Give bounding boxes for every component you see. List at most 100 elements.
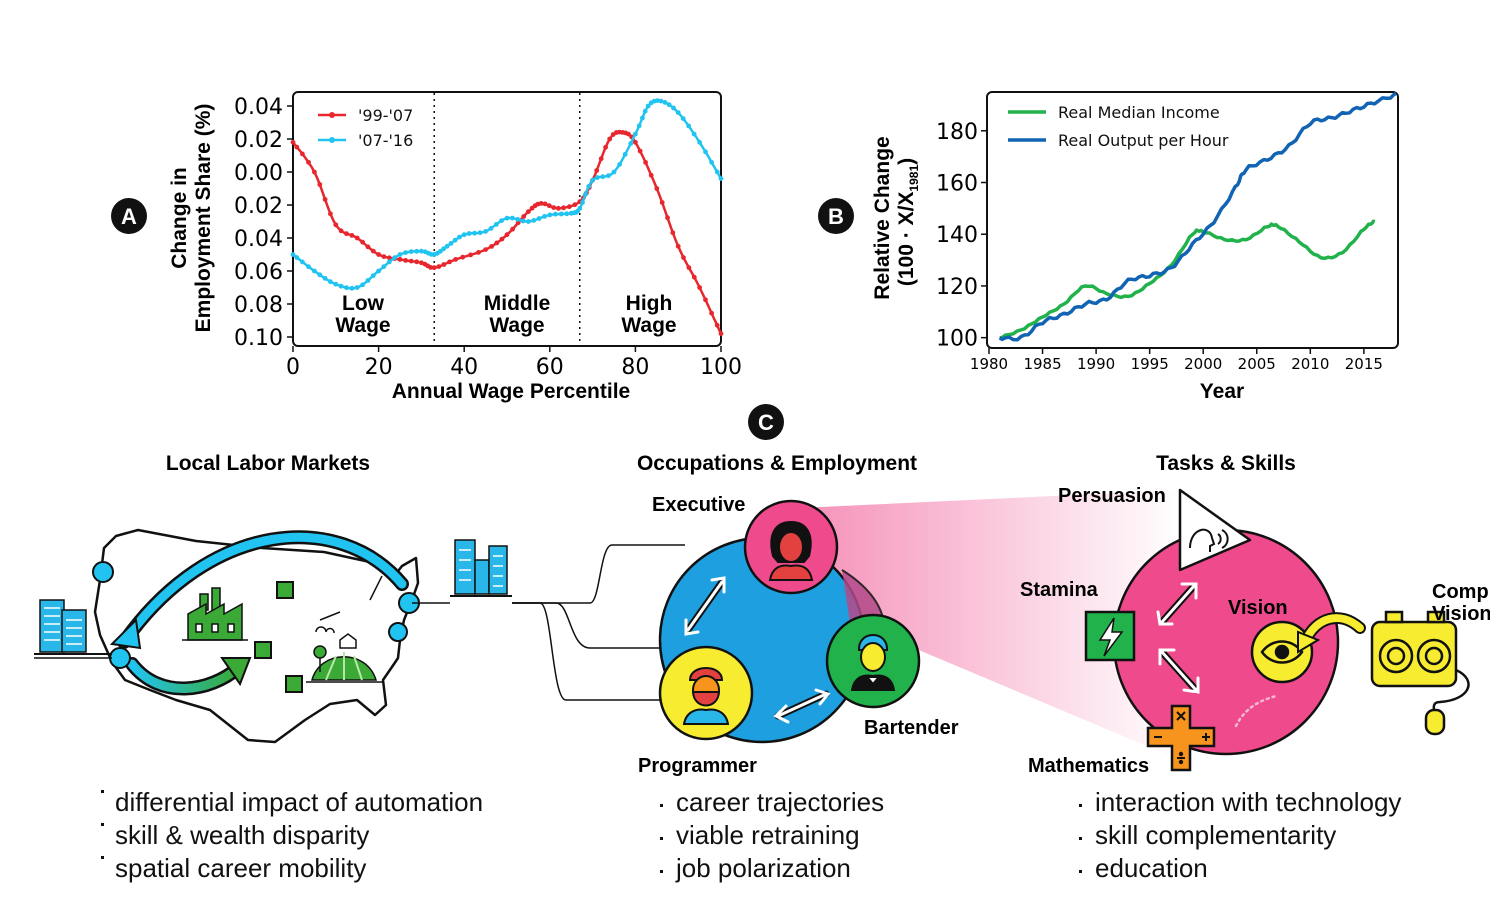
bullet-list-local-labor: differential impact of automation skill … [115,786,483,885]
lightning-icon [1098,617,1124,657]
section-title-tasks: Tasks & Skills [1156,452,1296,475]
x-tick-label: 60 [536,355,564,380]
bartender-node[interactable] [825,613,921,709]
data-point [386,255,392,261]
data-point [428,265,433,270]
data-point [376,252,381,257]
data-point [681,255,686,260]
legend-label-output-per-hour: Real Output per Hour [1058,131,1229,150]
migration-arrow-blue [109,530,409,650]
panel-b-badge [818,198,854,234]
x-tick-label: 100 [700,355,742,380]
series-line-1 [292,99,723,290]
chart-a-ylabel-line2: Employment Share (%) [192,104,215,333]
y-tick-label: 0.02 [234,194,283,219]
data-point [436,264,442,269]
data-point [675,243,681,249]
y-tick-label: 0.08 [234,293,283,318]
data-point [419,248,424,254]
data-point [510,215,515,221]
data-point [538,201,544,206]
data-point [483,229,488,234]
bullet-item: career trajectories [676,787,885,817]
panel-c-letter: C [758,410,774,435]
region-label-middle-wage: Wage [489,314,544,337]
data-point [381,254,387,259]
ylabel-main: (100 · X/X [895,192,918,287]
x-tick-label: 1980 [970,355,1008,373]
vision-node[interactable] [1250,620,1314,684]
data-point [510,226,515,232]
data-point [572,202,578,208]
data-point [718,176,724,182]
panel-a-letter: A [121,204,137,229]
mathematics-node[interactable] [1146,704,1216,772]
data-point [290,139,296,145]
data-point [636,123,642,129]
data-point [328,211,333,217]
data-point [306,159,311,165]
panel-a-badge [111,198,147,234]
data-point [566,204,572,210]
programmer-node[interactable] [658,645,754,741]
data-point [381,264,387,269]
data-point [349,233,355,238]
data-point [558,211,564,217]
panel-b-letter: B [828,204,844,229]
data-point [453,257,458,262]
data-point [360,282,365,288]
data-point [603,144,608,150]
bullet-list-tasks: interaction with technology skill comple… [1095,786,1401,885]
bartender-icon [850,634,896,691]
y-tick-label: 180 [936,120,978,145]
chart-b-ylabel: Relative Change (100 · X/X1981) [871,136,921,299]
bullet-item: education [1095,853,1208,883]
camera-icon [1370,610,1470,736]
data-point [414,259,420,265]
data-point [431,265,437,271]
data-point [526,209,531,215]
data-point [628,141,634,146]
man-beard-icon [682,667,730,725]
chart-a-ylabel-line1: Change in [168,167,191,269]
data-point [354,285,360,290]
data-point [448,241,454,246]
data-point [386,259,392,265]
data-point [611,169,617,175]
chart-a-ylabel: Change in Employment Share (%) [168,104,215,333]
stamina-node[interactable] [1084,610,1136,662]
data-point [338,283,344,289]
pink-beam-left [800,490,1180,760]
data-point [697,139,702,145]
y-tick-label: 160 [936,172,978,197]
data-point [546,203,552,209]
data-point [489,244,494,249]
speaking-head-icon [1189,528,1229,552]
data-point [640,115,645,121]
data-point [633,131,638,137]
y-tick-label: 0.00 [234,161,283,186]
chart-a-xlabel: Annual Wage Percentile [392,380,630,403]
x-tick-label: 0 [286,355,300,380]
data-point [526,219,531,224]
x-tick-label: 1990 [1077,355,1115,373]
computer-vision-node[interactable] [1297,610,1470,736]
data-point [553,211,558,217]
bullet-list-occupations: career trajectories viable retraining jo… [676,786,884,885]
occupation-label-bartender: Bartender [864,717,959,739]
region-label-low-wage: Wage [335,314,390,337]
data-point [697,285,702,290]
executive-node[interactable] [743,499,839,595]
data-point [536,216,542,221]
persuasion-node[interactable] [1178,488,1252,572]
data-point [466,231,472,236]
region-labels: Low Wage Middle Wage High Wage [335,292,676,337]
data-point [645,103,651,109]
data-point [675,110,681,115]
y-tick-label: 100 [936,327,978,352]
x-tick-label: 20 [365,355,393,380]
y-tick-label: 0.04 [234,227,283,252]
skill-label-mathematics: Mathematics [1028,755,1149,777]
